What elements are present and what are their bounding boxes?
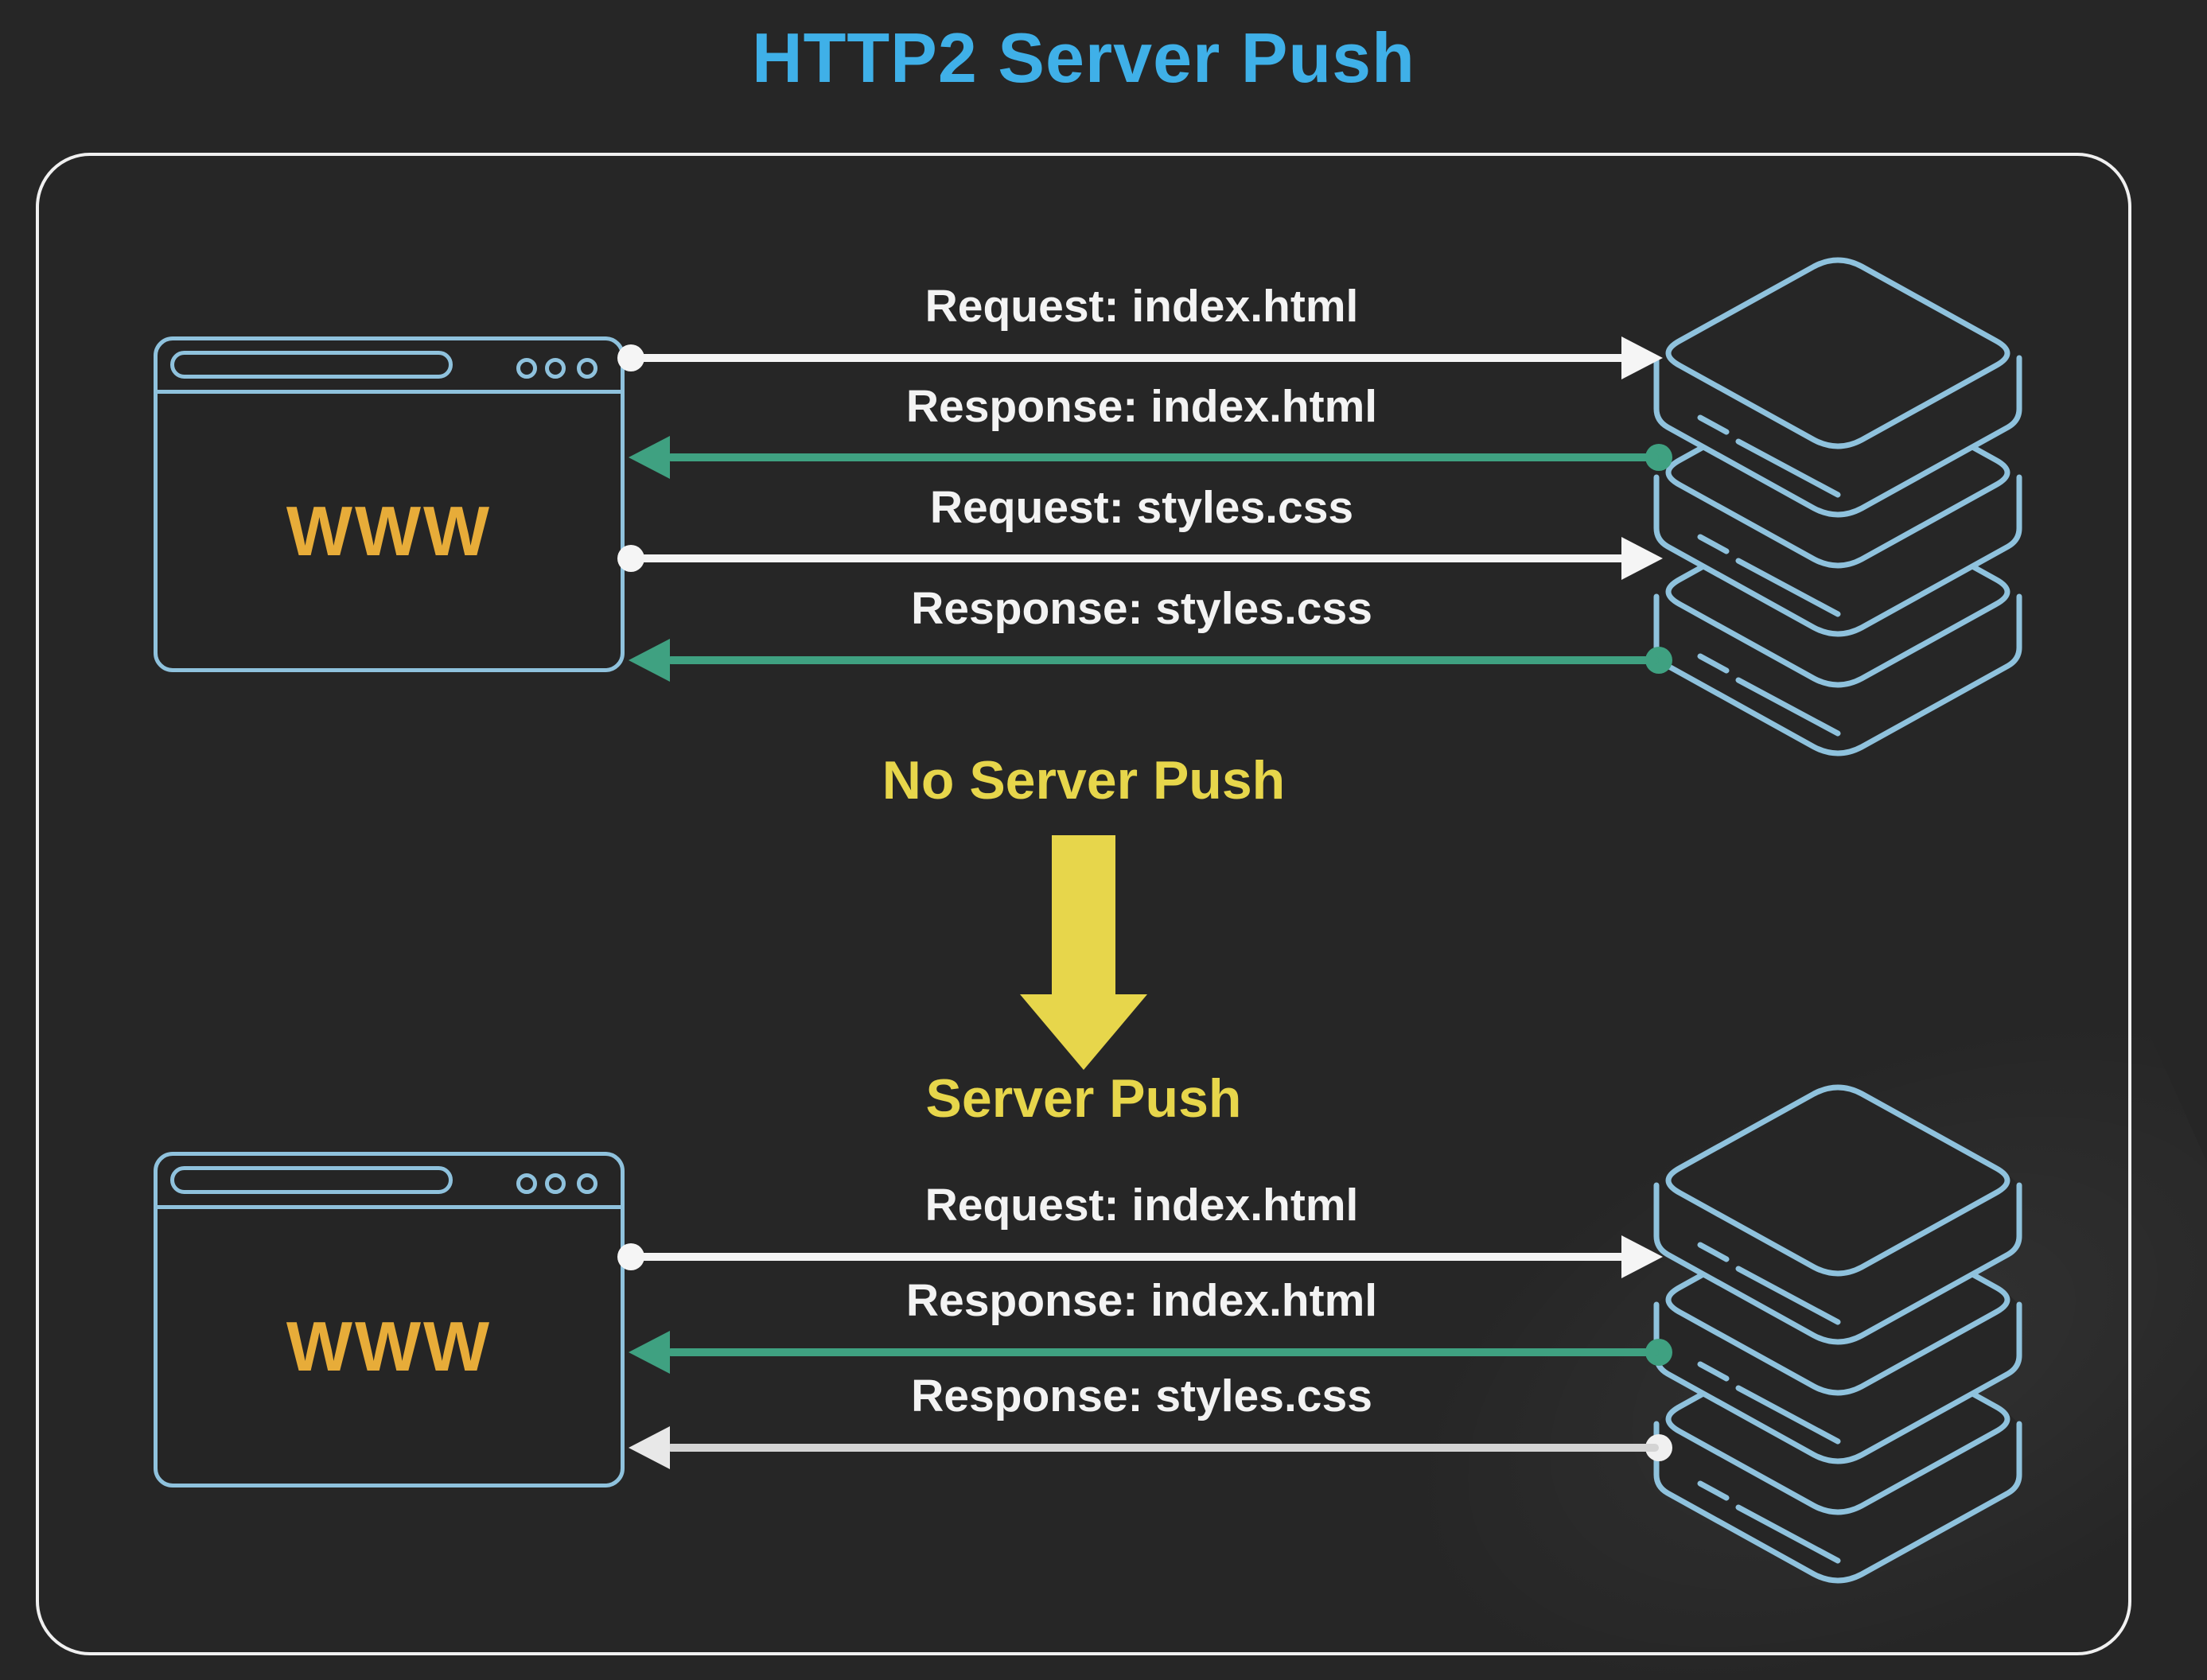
browser-label: WWW (286, 1306, 492, 1386)
no-server-push-label: No Server Push (882, 750, 1286, 811)
browser-label: WWW (286, 491, 492, 570)
server-stack-icon (1653, 257, 2022, 756)
arrow-line (667, 453, 1659, 461)
window-dot-icon (516, 358, 537, 379)
message-label: Response: index.html (905, 1275, 1378, 1326)
message-label: Request: styles.css (929, 482, 1354, 533)
server-stack-icon (1653, 1084, 2022, 1584)
browser-titlebar (158, 1156, 621, 1209)
window-dot-icon (545, 358, 566, 379)
server-push-label: Server Push (925, 1068, 1242, 1129)
window-dot-icon (545, 1173, 566, 1194)
arrowhead-right-icon (1621, 1235, 1663, 1278)
arrow-line (633, 354, 1625, 362)
arrowhead-left-icon (629, 436, 670, 479)
browser-window-icon: WWW (154, 336, 625, 672)
arrowhead-left-icon (629, 639, 670, 682)
address-bar-icon (170, 351, 453, 379)
window-dot-icon (577, 358, 597, 379)
arrowhead-left-icon (629, 1331, 670, 1374)
diagram-panel (36, 153, 2131, 1655)
arrow-line (667, 1444, 1659, 1452)
arrowhead-left-icon (629, 1426, 670, 1469)
message-label: Request: index.html (924, 1180, 1359, 1231)
arrowhead-right-icon (1621, 537, 1663, 580)
message-label: Response: styles.css (911, 583, 1372, 634)
browser-window-icon: WWW (154, 1152, 625, 1488)
arrow-line (667, 1348, 1659, 1356)
arrow-line (633, 1253, 1625, 1261)
window-dot-icon (577, 1173, 597, 1194)
page-title: HTTP2 Server Push (752, 18, 1415, 97)
browser-titlebar (158, 340, 621, 394)
arrowhead-right-icon (1621, 336, 1663, 379)
arrow-line (667, 656, 1659, 664)
message-label: Response: index.html (905, 381, 1378, 432)
message-label: Response: styles.css (911, 1371, 1372, 1421)
window-dot-icon (516, 1173, 537, 1194)
address-bar-icon (170, 1166, 453, 1194)
message-label: Request: index.html (924, 281, 1359, 332)
down-block-arrow-icon (1020, 835, 1147, 1070)
arrow-line (633, 554, 1625, 562)
